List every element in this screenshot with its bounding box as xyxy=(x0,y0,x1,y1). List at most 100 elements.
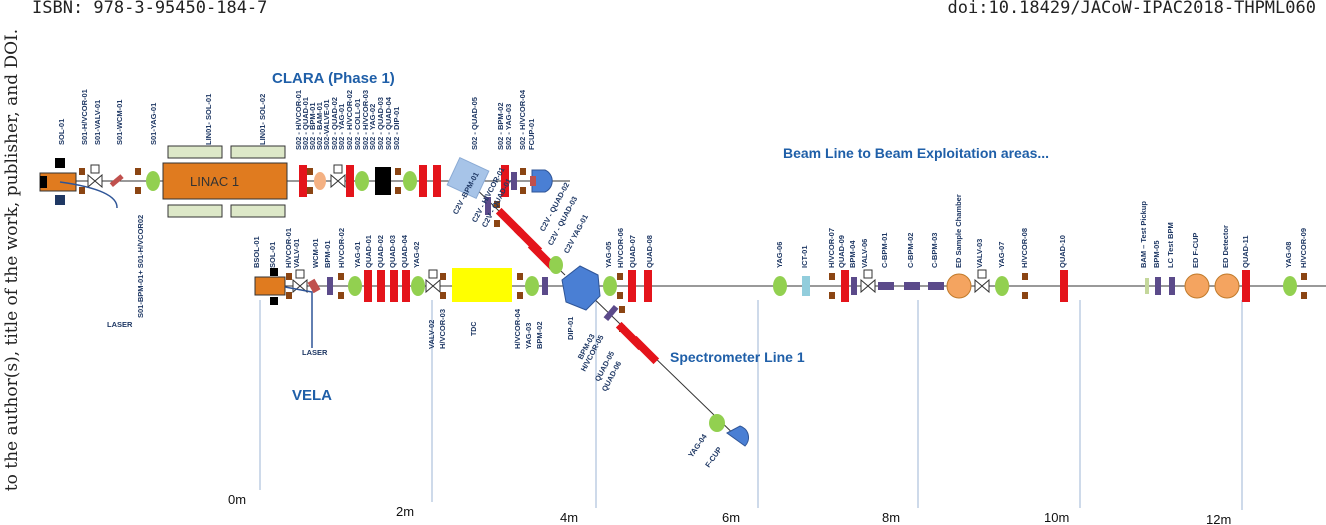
spec-quad-06 xyxy=(630,335,660,365)
vela-corrector-02 xyxy=(338,292,344,299)
label-yag-04: YAG-04 xyxy=(686,432,709,459)
s01-yag xyxy=(146,171,160,191)
s02-dipole xyxy=(446,156,490,200)
vela-quad-04 xyxy=(402,270,410,302)
vela-quad-01 xyxy=(364,270,372,302)
laser-label: LASER xyxy=(107,320,133,329)
vela-corrector-03 xyxy=(440,292,446,299)
label-s02-quad-05: S02 - QUAD-05 xyxy=(470,97,479,150)
label-bpm-04: BPM-04 xyxy=(848,240,857,268)
linac-solenoid-3 xyxy=(230,204,286,218)
s01-bpm xyxy=(135,187,141,194)
laser-beam-vela xyxy=(284,286,313,348)
sol-01-magnet xyxy=(55,195,65,205)
label-yag-07: YAG-07 xyxy=(997,242,1006,268)
label-s01-yag-01: S01-YAG-01 xyxy=(149,103,158,145)
label-s02-quad-02: S02 - QUAD-02 xyxy=(330,97,339,150)
vela-quad-08 xyxy=(644,270,652,302)
s02-corrector-03 xyxy=(395,187,401,194)
section-titles: CLARA (Phase 1)Beam Line to Beam Exploit… xyxy=(272,70,1049,404)
vela-corrector-06 xyxy=(617,273,623,280)
bl-bpm-05 xyxy=(1155,277,1161,295)
doi-text: doi:10.18429/JACoW-IPAC2018-THPML060 xyxy=(947,0,1316,18)
vela-valve xyxy=(295,269,305,279)
label-quad-07: QUAD-07 xyxy=(628,235,637,268)
vela-valve-02 xyxy=(428,269,438,279)
c2v-bpm xyxy=(485,197,491,215)
vela-gun xyxy=(254,276,286,296)
linac-solenoid-1 xyxy=(230,145,286,159)
bl-ict xyxy=(802,276,810,296)
label-bpm-01: BPM-01 xyxy=(323,240,332,268)
s02-corrector xyxy=(307,187,313,194)
label-s01-valv-01: S01-VALV-01 xyxy=(93,100,102,145)
distance-label: 12m xyxy=(1206,512,1231,525)
distance-gridlines xyxy=(259,300,1243,510)
s02-quad-04 xyxy=(433,165,441,197)
distance-label: 6m xyxy=(722,510,740,525)
fcup-01 xyxy=(531,169,553,193)
label-h-vcor-07: H/VCOR-07 xyxy=(827,228,836,268)
bl-quad-09 xyxy=(841,270,849,302)
spectrometer-title: Spectrometer Line 1 xyxy=(670,349,805,365)
bl-bpm-04 xyxy=(851,277,857,295)
laser-label: LASER xyxy=(302,348,328,357)
distance-label: 2m xyxy=(396,504,414,519)
vela-corrector-04 xyxy=(517,292,523,299)
s01-valve xyxy=(90,164,100,174)
label-ed-f-cup: ED F-CUP xyxy=(1191,233,1200,268)
vela-quad-03 xyxy=(390,270,398,302)
label-s01-h-vcor-01: S01-H/VCOR-01 xyxy=(80,89,89,145)
s02-corrector-04 xyxy=(520,168,526,175)
s02-quad-01 xyxy=(299,165,307,197)
vela-corrector-02 xyxy=(338,273,344,280)
label-quad-08: QUAD-08 xyxy=(645,235,654,268)
s02-corrector-03 xyxy=(395,168,401,175)
bl-corrector-08 xyxy=(1022,273,1028,280)
bl-cbpm-03 xyxy=(928,282,944,290)
label-s01-bpm-01: S01-BPM-01+ S01-H/VCOR02 xyxy=(136,215,145,318)
label-s02-h-vcor-02: S02 - H/VCOR-02 xyxy=(345,90,354,150)
vela-solenoid xyxy=(270,297,278,305)
distance-label: 0m xyxy=(228,492,246,507)
label-valv-03: VALV-03 xyxy=(975,239,984,268)
s01-wcm xyxy=(109,174,124,188)
ed-sample-chamber xyxy=(946,273,972,299)
vela-yag-05 xyxy=(603,276,617,296)
c2v-quad-03 xyxy=(527,241,557,271)
label-yag-08: YAG-08 xyxy=(1284,242,1293,268)
label-yag-05: YAG-05 xyxy=(604,242,613,268)
label-valv-01: VALV-01 xyxy=(292,239,301,268)
label-quad-01: QUAD-01 xyxy=(364,235,373,268)
c2v-corrector xyxy=(494,220,500,227)
label-s02-yag-01: S02 - YAG-01 xyxy=(337,104,346,150)
bl-cbpm-02 xyxy=(904,282,920,290)
spec-fcup xyxy=(726,425,749,447)
label-c-bpm-01: C-BPM-01 xyxy=(880,233,889,268)
bl-yag-06 xyxy=(773,276,787,296)
s02-valve xyxy=(330,173,346,189)
bl-corrector-09 xyxy=(1301,273,1307,280)
label-quad-09: QUAD-09 xyxy=(837,235,846,268)
label-valv-06: VALV-06 xyxy=(860,239,869,268)
label-s02-coll-01: S02 - COLL-01 xyxy=(353,99,362,150)
label-yag-06: YAG-06 xyxy=(775,242,784,268)
label-s02-quad-01: S02 - QUAD-01 xyxy=(301,97,310,150)
bl-corrector-07 xyxy=(829,292,835,299)
bl-yag-08 xyxy=(1283,276,1297,296)
label-ed-detector: ED Detector xyxy=(1221,225,1230,268)
distance-label: 8m xyxy=(882,510,900,525)
bam-test-pickup xyxy=(1145,278,1149,294)
vela-title: VELA xyxy=(292,387,332,404)
s01-bpm xyxy=(135,168,141,175)
s02-bam xyxy=(314,172,326,190)
s02-quad-03 xyxy=(419,165,427,197)
bl-corrector-07 xyxy=(829,273,835,280)
label-s02-bam-01: S02 - BAM-01 xyxy=(315,102,324,150)
vela-valve-02 xyxy=(425,278,441,294)
label-h-vcor-06: H/VCOR-06 xyxy=(616,228,625,268)
label-bsol-01: BSOL-01 xyxy=(252,236,261,268)
label-quad-04: QUAD-04 xyxy=(400,234,409,268)
bl-quad-10 xyxy=(1060,270,1068,302)
label-dip-01: DIP-01 xyxy=(566,317,575,340)
